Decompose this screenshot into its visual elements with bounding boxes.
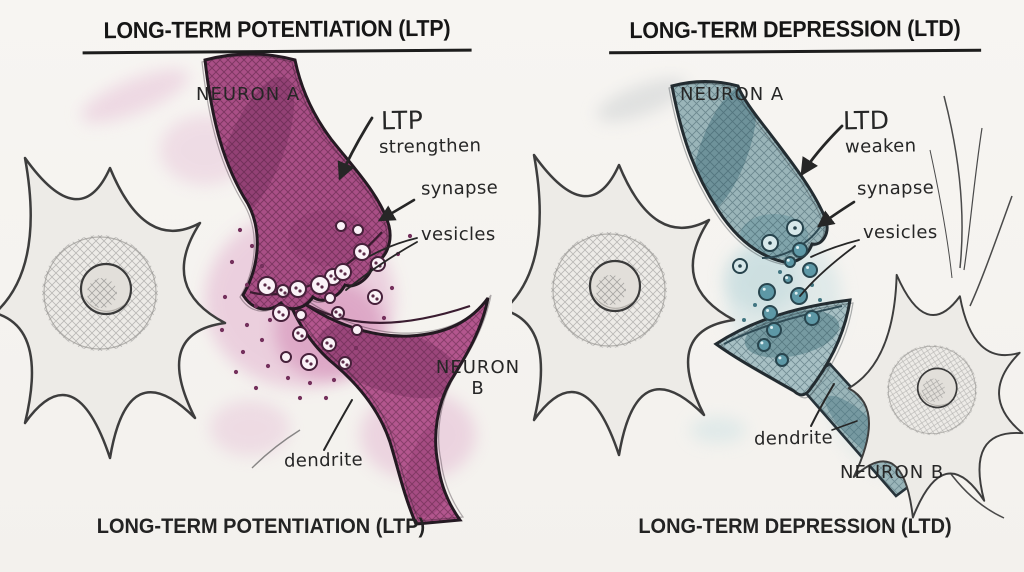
ltd-neuron-b-label: NEURON B: [840, 462, 945, 483]
ltp-annotation-arrows: [323, 116, 418, 451]
ltp-arrow: [337, 116, 374, 181]
ltd-dendrite-label: dendrite: [753, 427, 834, 450]
ltd-synapse-label: synapse: [856, 177, 935, 200]
ltd-process-label: LTD: [842, 105, 890, 136]
ltp-background-neuron: [0, 156, 301, 469]
ltp-process-label: LTP: [380, 105, 424, 136]
ltd-caption-text: LONG-TERM DEPRESSION (LTD): [638, 515, 952, 538]
ltd-vesicles-label: vesicles: [863, 222, 938, 243]
ltd-illustration: [512, 78, 1024, 538]
ltd-dendrite-twigs: [929, 95, 1013, 519]
ltd-title-text: LONG-TERM DEPRESSION (LTD): [629, 14, 961, 44]
ltd-arrow: [800, 124, 844, 177]
ltd-neuron-a-label: NEURON A: [680, 84, 785, 105]
ltp-dendrite-label: dendrite: [283, 449, 364, 472]
vesicles-line-2: [345, 241, 418, 291]
ltp-vesicles-label: vesicles: [421, 224, 496, 245]
ltp-synaptic-vesicles: [219, 220, 413, 401]
panel-ltp: LONG-TERM POTENTIATION (LTP) NEURON A LT…: [0, 14, 519, 539]
ltd-title: LONG-TERM DEPRESSION (LTD): [608, 14, 982, 55]
ltp-caption: LONG-TERM POTENTIATION (LTP): [88, 515, 434, 539]
synapse-arrow: [377, 198, 416, 222]
ltp-effect-label: strengthen: [378, 135, 482, 158]
ltp-neuron-b-label: NEURON B: [435, 357, 521, 399]
ltp-title: LONG-TERM POTENTIATION (LTP): [82, 14, 472, 55]
ltp-synapse-label: synapse: [420, 177, 499, 200]
ltd-background-neuron: [512, 153, 736, 457]
panel-ltd: LONG-TERM DEPRESSION (LTD) NEURON A LTD …: [512, 0, 1024, 572]
ltp-neuron-a-label: NEURON A: [196, 84, 301, 105]
ltd-synaptic-vesicles: [732, 219, 822, 367]
vesicles-line-2: [799, 245, 856, 297]
dendrite-line-1: [810, 383, 835, 427]
ltp-caption-text: LONG-TERM POTENTIATION (LTP): [96, 515, 426, 538]
vesicles-line-1: [810, 239, 860, 258]
ltd-effect-label: weaken: [844, 135, 917, 158]
vesicles-line-1: [369, 237, 418, 257]
dendrite-line-2: [831, 420, 858, 431]
ltp-title-text: LONG-TERM POTENTIATION (LTP): [103, 14, 451, 44]
ltd-caption: LONG-TERM DEPRESSION (LTD): [630, 515, 960, 539]
synapse-arrow: [816, 200, 856, 228]
ltd-annotation-arrows: [799, 124, 860, 431]
dendrite-line: [323, 399, 353, 451]
ltp-illustration: [0, 52, 492, 526]
